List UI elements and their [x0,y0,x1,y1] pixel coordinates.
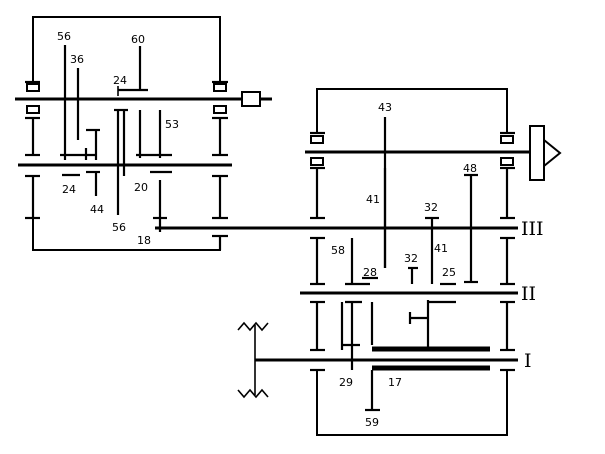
label-shaft-I: I [524,350,532,372]
label-g44: 44 [90,203,104,216]
label-shaft-III: III [521,218,544,240]
label-g28: 28 [363,266,377,279]
label-g20: 20 [134,181,148,194]
label-g53: 53 [165,118,179,131]
label-g32-a: 32 [424,201,438,214]
label-g58: 58 [331,244,345,257]
right-top-shaft [305,125,562,181]
label-g32-b: 32 [404,252,418,265]
label-g29: 29 [339,376,353,389]
label-g48: 48 [463,162,477,175]
label-g41-right: 41 [434,242,448,255]
left-gears [60,45,172,232]
label-g36: 36 [70,53,84,66]
right-bearings [310,131,515,170]
label-shaft-II: II [521,283,536,305]
shaft-I [237,321,518,399]
label-g24-top: 24 [113,74,127,87]
spindle-shaft [15,91,272,107]
label-g18: 18 [137,234,151,247]
label-g41-left: 41 [366,193,380,206]
label-g25: 25 [442,266,456,279]
shaft-labels: III II I [521,218,544,372]
right-housing [310,88,515,436]
right-gears [340,117,478,412]
label-g60: 60 [131,33,145,46]
label-g24-low: 24 [62,183,76,196]
label-g43: 43 [378,101,392,114]
left-housing [25,16,228,251]
gear-labels: 56 36 60 24 53 24 44 20 56 18 43 41 48 3… [57,30,477,429]
label-g59: 59 [365,416,379,429]
label-g56-top: 56 [57,30,71,43]
left-bearings [25,80,228,120]
label-g17: 17 [388,376,402,389]
label-g56-low: 56 [112,221,126,234]
